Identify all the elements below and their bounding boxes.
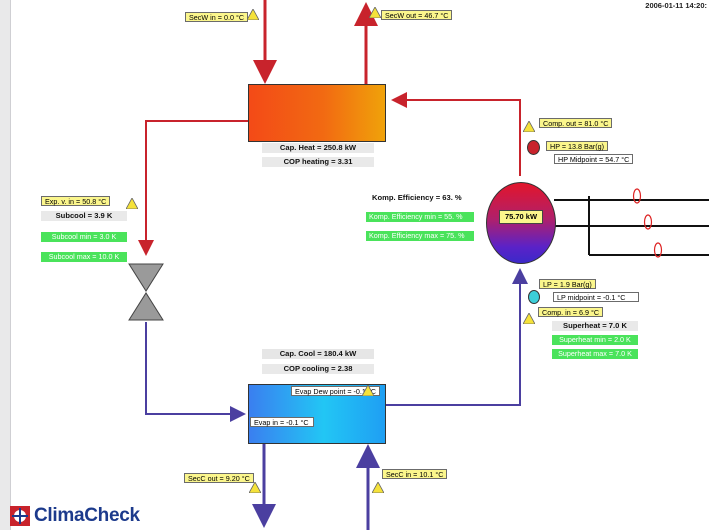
subcool-min-label: Subcool min = 3.0 K [41,232,127,242]
superheat-max-label: Superheat max = 7.0 K [552,349,638,359]
hp-label: HP = 13.8 Bar(g) [546,141,609,151]
hp-midpoint-label: HP Midpoint = 54.7 °C [554,154,634,164]
secw-out-sensor-icon [369,7,381,18]
hp-sensor-icon [527,140,540,155]
superheat-label: Superheat = 7.0 K [552,321,638,331]
suction-line [384,268,528,406]
cap-heat-label: Cap. Heat = 250.8 kW [262,143,374,153]
lp-label: LP = 1.9 Bar(g) [539,279,596,289]
evap-in-label: Evap in = -0.1 °C [250,417,314,427]
subcool-max-label: Subcool max = 10.0 K [41,252,127,262]
secc-out-label: SecC out = 9.20 °C [184,473,254,483]
liquid-line [138,120,248,256]
komp-efficiency-max-label: Komp. Efficiency max = 75. % [366,231,474,241]
subcool-label: Subcool = 3.9 K [41,211,127,221]
komp-efficiency-label: Komp. Efficiency = 63. % [372,193,462,202]
condenser-block[interactable] [248,84,386,142]
compressor-power-label: 75.70 kW [499,210,543,224]
evap-dew-point-label: Evap Dew point = -0.1 °C [291,386,380,396]
lp-sensor-icon [528,290,540,304]
evaporator-inlet-line [145,322,246,422]
exp-v-in-sensor-icon [126,198,138,209]
comp-out-sensor-icon [523,121,535,132]
climacheck-logo: ClimaCheck [10,502,140,530]
secc-in-label: SecC in = 10.1 °C [382,469,448,479]
climacheck-logo-icon [10,506,30,526]
timestamp: 2006-01-11 14:20: [645,1,707,10]
left-window-edge [0,0,11,530]
secc-out-sensor-icon [249,482,261,493]
secw-out-label: SecW out = 46.7 °C [381,10,453,20]
cop-cooling-label: COP cooling = 2.38 [262,364,374,374]
exp-v-in-label: Exp. v. in = 50.8 °C [41,196,111,206]
compressor-shaft-icon [554,188,709,258]
cop-heating-label: COP heating = 3.31 [262,157,374,167]
comp-out-label: Comp. out = 81.0 °C [539,118,613,128]
discharge-line [391,92,521,176]
comp-in-sensor-icon [523,313,535,324]
superheat-min-label: Superheat min = 2.0 K [552,335,638,345]
lp-midpoint-label: LP midpoint = -0.1 °C [553,292,639,302]
cap-cool-label: Cap. Cool = 180.4 kW [262,349,374,359]
secw-in-sensor-icon [247,9,259,20]
secc-in-sensor-icon [372,482,384,493]
expansion-valve-icon [128,263,164,321]
climacheck-logo-text: ClimaCheck [34,505,140,526]
comp-in-label: Comp. in = 6.9 °C [538,307,604,317]
komp-efficiency-min-label: Komp. Efficiency min = 55. % [366,212,474,222]
secw-in-label: SecW in = 0.0 °C [185,12,249,22]
evap-dew-point-sensor-icon [362,385,374,396]
